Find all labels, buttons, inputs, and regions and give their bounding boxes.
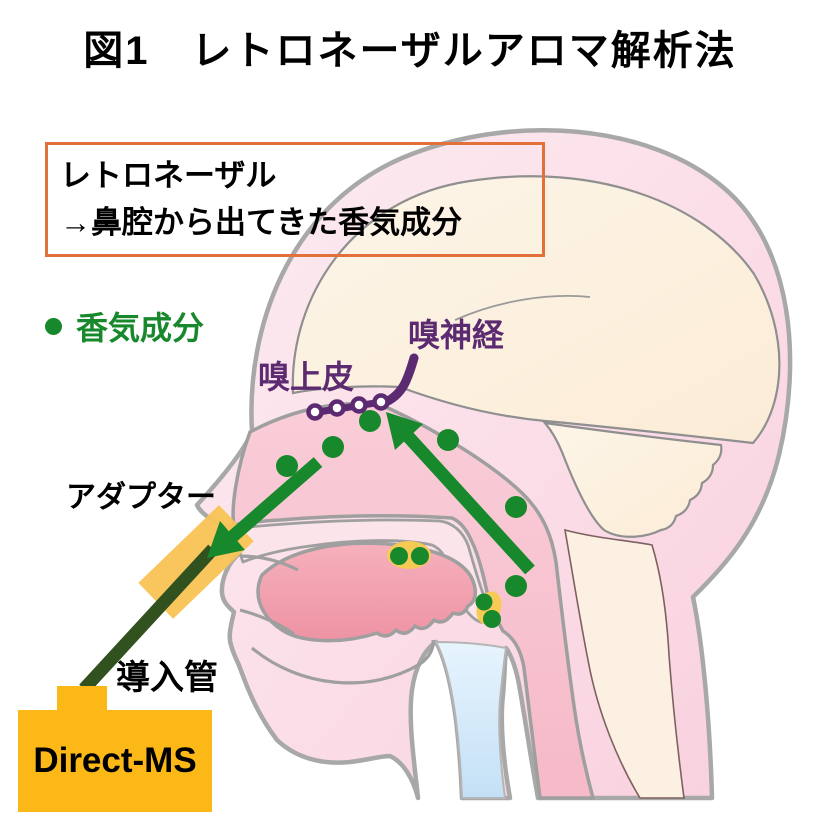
tongue-shape [256, 541, 478, 643]
olfactory-nerve-line [381, 353, 419, 407]
legend-aroma: 香気成分 [45, 303, 204, 349]
device-box [18, 710, 212, 812]
bolus-throat [475, 591, 502, 628]
figure-title: 図1 レトロネーザルアロマ解析法 [83, 29, 737, 73]
brain-cerebellum [542, 421, 723, 538]
spine-column [563, 528, 685, 799]
palate-shape [236, 518, 490, 624]
legend-aroma-label: 香気成分 [76, 310, 205, 346]
exhale-arrow [207, 457, 323, 558]
olfactory-epithelium-chain [306, 353, 419, 421]
inlet-tube-shape [79, 544, 218, 694]
bolus-palate [387, 541, 431, 569]
nasal-cavity-throat [231, 402, 595, 800]
info-box: レトロネーザル →鼻腔から出てきた香気成分 [45, 142, 545, 257]
device-connector [57, 686, 107, 712]
brain-fissure-line [454, 295, 591, 321]
airway-shape [434, 640, 508, 799]
aroma-dot-icon [45, 317, 62, 335]
info-box-line2: →鼻腔から出てきた香気成分 [60, 204, 463, 240]
info-box-line1: レトロネーザル [60, 158, 277, 193]
label-inlet-tube: 導入管 [116, 659, 218, 697]
mouth-floor-line [250, 639, 435, 685]
label-adapter: アダプター [66, 481, 216, 514]
aroma-dots [276, 410, 527, 597]
retronasal-arrow [386, 412, 535, 575]
upper-lip-line [239, 554, 299, 572]
brain-cerebrum [291, 175, 781, 445]
lower-lip-line [239, 608, 295, 636]
label-olfactory-epithelium: 嗅上皮 [258, 359, 355, 395]
device-label: Direct-MS [33, 741, 197, 780]
label-olfactory-nerve: 嗅神経 [408, 317, 505, 353]
